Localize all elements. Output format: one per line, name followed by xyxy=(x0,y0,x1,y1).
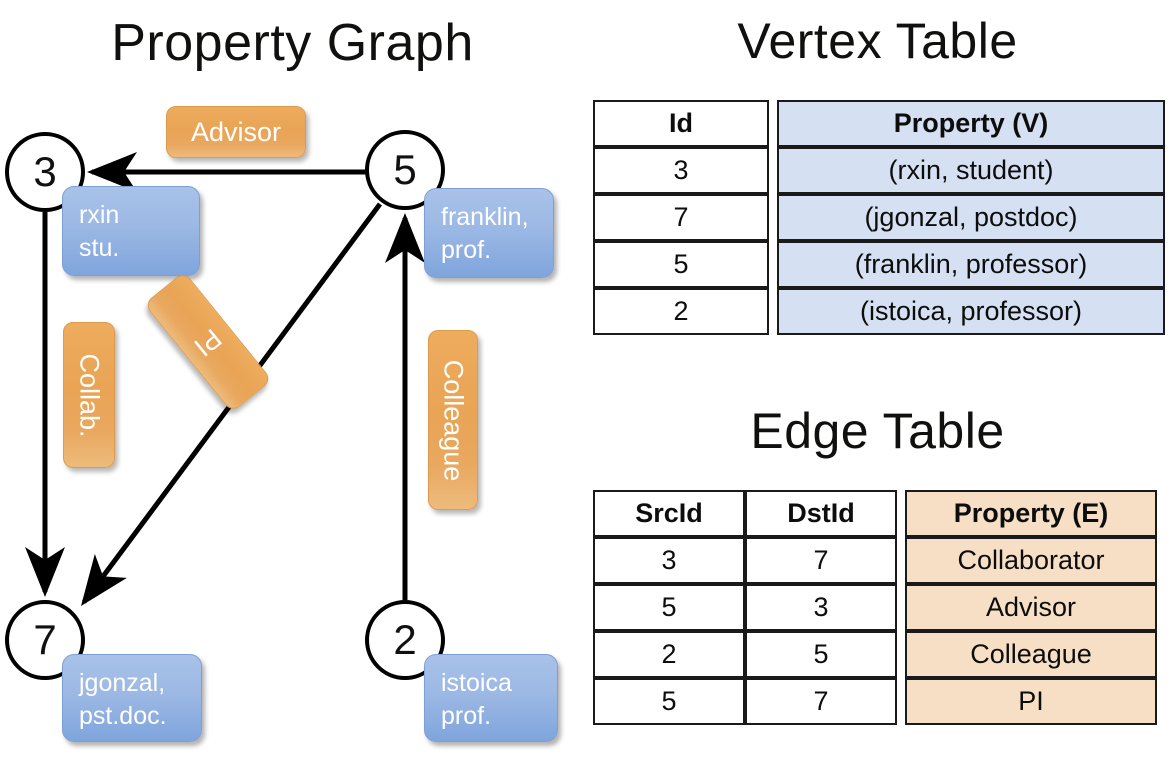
table-column-gap xyxy=(897,631,905,678)
vertex-property-box-7: jgonzal, pst.doc. xyxy=(62,654,202,742)
graph-node-7-label: 7 xyxy=(33,616,57,663)
edge-row-2-src: 2 xyxy=(593,631,745,678)
table-column-gap xyxy=(897,537,905,584)
edge-label-pi-text: PI xyxy=(188,322,228,363)
edge-row-3-src: 5 xyxy=(593,678,745,725)
vertex-property-box-3: rxin stu. xyxy=(62,186,200,276)
vertex-table-header-property: Property (V) xyxy=(777,100,1165,147)
edge-table-header-row: SrcId DstId Property (E) xyxy=(593,490,1157,537)
vertex-row-0-property: (rxin, student) xyxy=(777,147,1165,194)
table-row: 2 (istoica, professor) xyxy=(593,288,1165,335)
vertex-property-name-7: jgonzal, xyxy=(79,669,166,697)
vertex-row-2-property: (franklin, professor) xyxy=(777,241,1165,288)
vertex-property-box-5: franklin, prof. xyxy=(424,188,554,278)
edge-row-3-dst: 7 xyxy=(745,678,897,725)
edge-row-1-dst: 3 xyxy=(745,584,897,631)
table-row: 2 5 Colleague xyxy=(593,631,1157,678)
edge-label-collab-text: Collab. xyxy=(74,352,105,438)
vertex-table: Id Property (V) 3 (rxin, student) 7 (jgo… xyxy=(593,100,1165,335)
edge-table-header-property: Property (E) xyxy=(905,490,1157,537)
table-column-gap xyxy=(897,678,905,725)
edge-table-header-dstid: DstId xyxy=(745,490,897,537)
table-row: 3 (rxin, student) xyxy=(593,147,1165,194)
edge-row-1-src: 5 xyxy=(593,584,745,631)
edge-label-colleague-text: Colleague xyxy=(438,359,469,481)
edge-row-2-dst: 5 xyxy=(745,631,897,678)
edge-row-0-property: Collaborator xyxy=(905,537,1157,584)
table-column-gap xyxy=(769,288,777,335)
page-title-edge-table: Edge Table xyxy=(750,403,1005,459)
edge-label-colleague: Colleague xyxy=(428,330,478,510)
vertex-property-name-5: franklin, xyxy=(441,203,529,231)
vertex-property-role-2: prof. xyxy=(441,702,492,730)
edge-table: SrcId DstId Property (E) 3 7 Collaborato… xyxy=(593,490,1157,725)
edge-label-advisor-text: Advisor xyxy=(190,116,282,147)
graph-node-5-label: 5 xyxy=(393,146,417,193)
vertex-row-1-id: 7 xyxy=(593,194,769,241)
edge-row-2-property: Colleague xyxy=(905,631,1157,678)
graph-node-2-label: 2 xyxy=(393,616,417,663)
table-row: 5 (franklin, professor) xyxy=(593,241,1165,288)
table-column-gap xyxy=(769,194,777,241)
table-row: 5 7 PI xyxy=(593,678,1157,725)
table-row: 7 (jgonzal, postdoc) xyxy=(593,194,1165,241)
edge-row-0-dst: 7 xyxy=(745,537,897,584)
table-row: 5 3 Advisor xyxy=(593,584,1157,631)
edge-table-header-srcid: SrcId xyxy=(593,490,745,537)
table-column-gap xyxy=(769,100,777,147)
vertex-property-role-3: stu. xyxy=(79,234,120,262)
vertex-row-2-id: 5 xyxy=(593,241,769,288)
vertex-row-1-property: (jgonzal, postdoc) xyxy=(777,194,1165,241)
vertex-row-3-property: (istoica, professor) xyxy=(777,288,1165,335)
table-row: 3 7 Collaborator xyxy=(593,537,1157,584)
vertex-property-role-5: prof. xyxy=(441,236,492,264)
table-column-gap xyxy=(897,584,905,631)
graph-node-5[interactable]: 5 xyxy=(365,130,445,210)
edge-label-advisor: Advisor xyxy=(166,106,306,158)
graph-node-3-label: 3 xyxy=(33,148,57,195)
vertex-table-header-row: Id Property (V) xyxy=(593,100,1165,147)
graph-node-2[interactable]: 2 xyxy=(365,600,445,680)
table-column-gap xyxy=(897,490,905,537)
vertex-row-3-id: 2 xyxy=(593,288,769,335)
table-column-gap xyxy=(769,241,777,288)
page-title-vertex-table: Vertex Table xyxy=(737,13,1018,69)
vertex-property-name-3: rxin xyxy=(79,201,120,229)
edge-row-3-property: PI xyxy=(905,678,1157,725)
vertex-table-header-id: Id xyxy=(593,100,769,147)
page-title-property-graph: Property Graph xyxy=(111,14,474,72)
vertex-property-name-2: istoica xyxy=(441,669,512,697)
edge-row-0-src: 3 xyxy=(593,537,745,584)
vertex-property-role-7: pst.doc. xyxy=(79,702,167,730)
vertex-property-box-2: istoica prof. xyxy=(424,654,558,742)
edge-label-collab: Collab. xyxy=(63,322,115,468)
edge-row-1-property: Advisor xyxy=(905,584,1157,631)
property-graph-panel: Property Graph 3 5 7 2 rxin stu. frankli… xyxy=(5,14,558,742)
table-column-gap xyxy=(769,147,777,194)
vertex-row-0-id: 3 xyxy=(593,147,769,194)
